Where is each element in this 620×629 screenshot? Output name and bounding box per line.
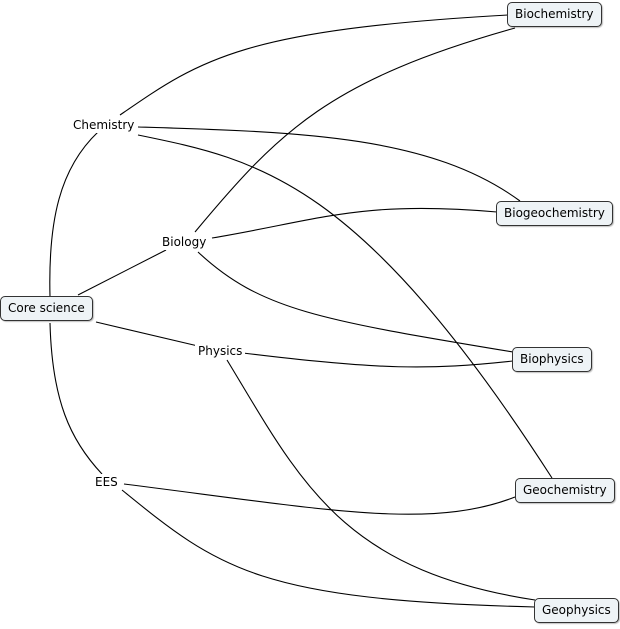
node-physics[interactable]: Physics [195,343,246,359]
edge-biology-biogeochemistry [211,207,498,239]
edge-core-ees [49,322,103,475]
node-core-science[interactable]: Core science [0,296,93,321]
edge-core-chemistry [49,131,99,298]
node-biophysics[interactable]: Biophysics [512,347,592,372]
edge-biology-biophysics [197,251,514,353]
node-geochemistry[interactable]: Geochemistry [515,478,615,503]
edge-chemistry-biochemistry [119,14,509,116]
edge-ees-geochemistry [123,483,516,515]
edge-core-biology [77,249,167,296]
edge-chemistry-biogeochemistry [137,126,521,202]
edge-biology-biochemistry [194,27,516,233]
edge-physics-biophysics [242,352,514,368]
node-ees[interactable]: EES [92,474,121,490]
node-geophysics[interactable]: Geophysics [534,598,619,623]
edge-physics-geophysics [226,359,536,601]
node-biology[interactable]: Biology [159,234,210,250]
edge-chemistry-geochemistry [137,134,553,479]
edge-ees-geophysics [121,489,536,608]
edge-core-physics [95,321,199,347]
node-chemistry[interactable]: Chemistry [70,117,138,133]
node-biochemistry[interactable]: Biochemistry [507,2,602,27]
node-biogeochemistry[interactable]: Biogeochemistry [496,201,613,226]
